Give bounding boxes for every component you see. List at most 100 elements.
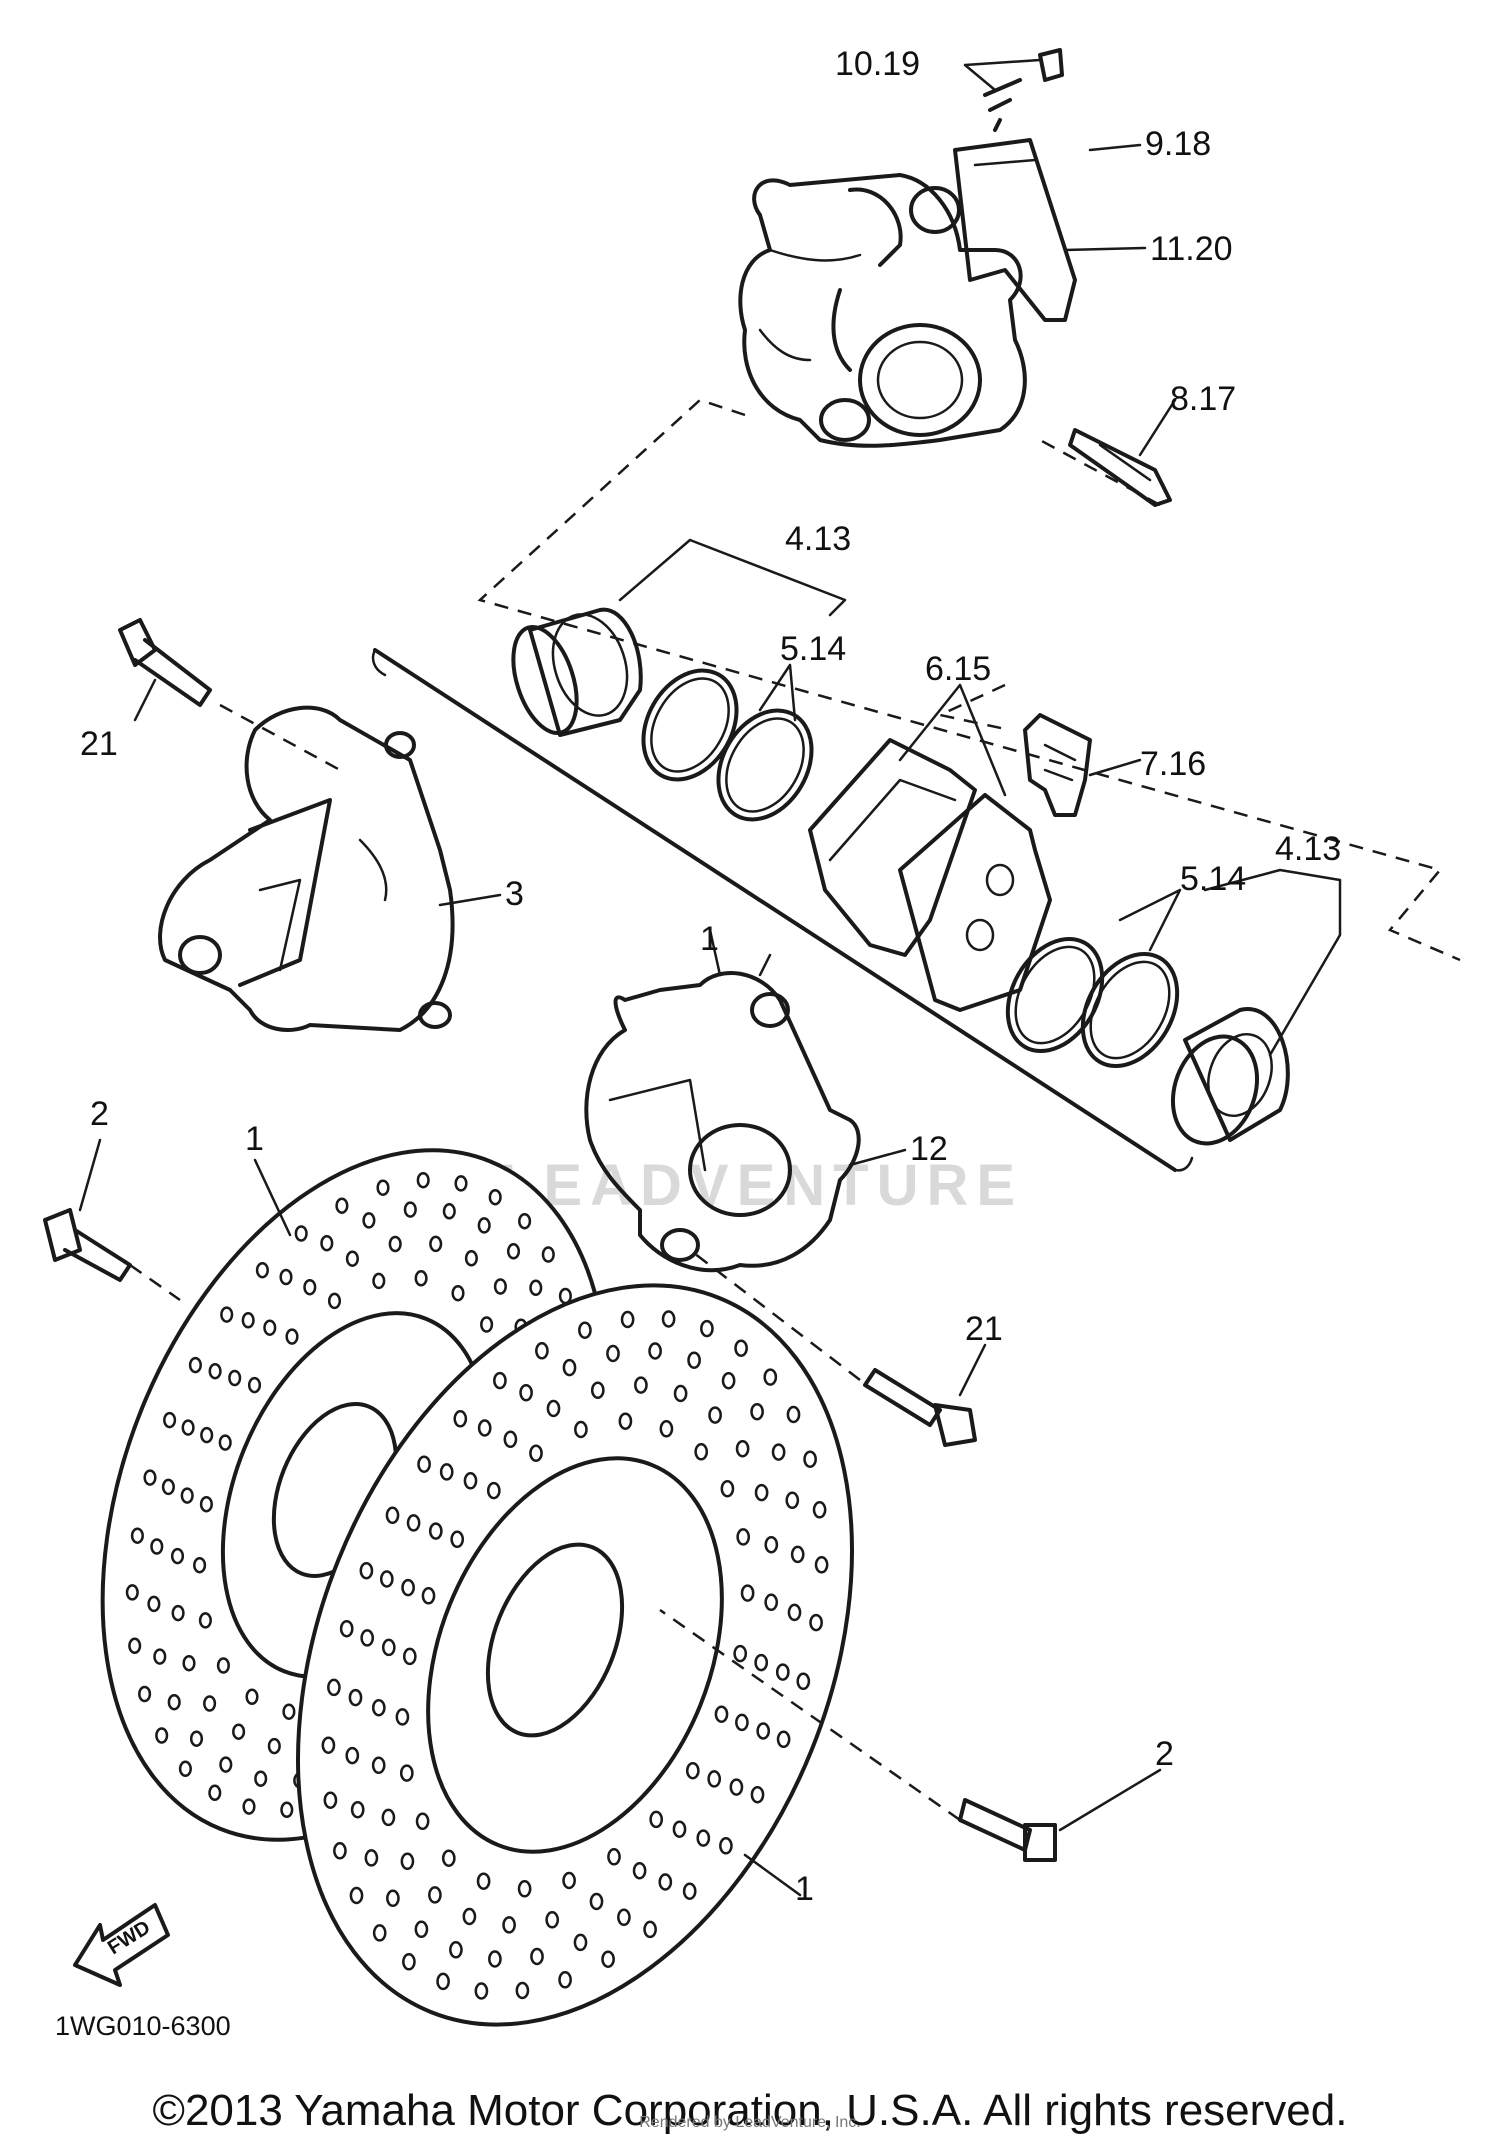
disc-drill-hole: [255, 1261, 269, 1279]
disc-drill-hole: [733, 1644, 748, 1663]
disc-drill-hole: [453, 1410, 468, 1428]
disc-drill-hole: [541, 1246, 555, 1263]
disc-drill-hole: [414, 1270, 428, 1287]
disc-drill-hole: [529, 1279, 543, 1297]
disc-drill-hole: [643, 1920, 657, 1939]
disc-drill-hole: [814, 1556, 829, 1574]
disc-drill-hole: [696, 1829, 711, 1847]
disc-drill-hole: [348, 1688, 363, 1707]
callout-9-18: 9.18: [1145, 125, 1211, 163]
disc-drill-hole: [700, 1319, 714, 1338]
disc-drill-hole: [189, 1730, 204, 1747]
left-caliper-assembly: [158, 705, 455, 1032]
disc-drill-hole: [128, 1637, 142, 1655]
disc-drill-hole: [263, 1319, 277, 1336]
callout-4-13-right: 4.13: [1275, 830, 1341, 868]
disc-drill-hole: [167, 1693, 181, 1711]
disc-drill-hole: [687, 1351, 701, 1369]
disc-drill-hole: [462, 1907, 477, 1926]
seal-pair-right: [1005, 936, 1180, 1069]
disc-drill-hole: [451, 1284, 465, 1302]
disc-drill-hole: [803, 1450, 817, 1468]
disc-drill-hole: [708, 1406, 722, 1424]
bolt-2-left: [43, 1208, 132, 1282]
disc-drill-hole: [247, 1376, 262, 1394]
disc-drill-hole: [155, 1727, 169, 1744]
disc-drill-hole: [200, 1426, 214, 1444]
disc-drill-hole: [218, 1434, 232, 1451]
disc-drill-hole: [414, 1920, 429, 1939]
disc-drill-hole: [199, 1495, 213, 1513]
disc-drill-hole: [345, 1746, 360, 1765]
disc-drill-hole: [464, 1250, 478, 1267]
disc-drill-hole: [634, 1376, 648, 1394]
disc-drill-hole: [606, 1344, 620, 1363]
disc-drill-hole: [719, 1837, 733, 1855]
callout-10-19: 10.19: [835, 45, 920, 83]
disc-drill-hole: [327, 1292, 342, 1310]
disc-drill-hole: [476, 1872, 491, 1890]
disc-drill-hole: [178, 1760, 192, 1778]
upper-caliper-assembly: [738, 48, 1172, 507]
disc-drill-hole: [208, 1362, 222, 1380]
disc-drill-hole: [401, 1578, 415, 1597]
disc-drill-hole: [198, 1612, 212, 1629]
disc-drill-hole: [219, 1756, 233, 1773]
copyright-notice: ©2013 Yamaha Motor Corporation, U.S.A. A…: [152, 2086, 1348, 2135]
disc-drill-hole: [428, 1886, 442, 1904]
disc-drill-hole: [812, 1501, 827, 1519]
disc-drill-hole: [399, 1764, 414, 1782]
disc-drill-hole: [618, 1412, 633, 1430]
disc-drill-hole: [590, 1381, 605, 1399]
disc-drill-hole: [439, 1463, 454, 1481]
disc-drill-hole: [562, 1871, 576, 1890]
disc-drill-hole: [729, 1778, 744, 1796]
disc-drill-hole: [403, 1201, 417, 1218]
disc-drill-hole: [486, 1481, 501, 1500]
disc-drill-hole: [503, 1430, 518, 1449]
disc-drill-hole: [242, 1798, 256, 1815]
bolt-21-left: [118, 618, 212, 707]
disc-drill-hole: [416, 1171, 430, 1189]
disc-drill-hole: [220, 1306, 234, 1323]
callout-5-14-top: 5.14: [780, 630, 846, 668]
disc-drill-hole: [589, 1892, 604, 1911]
disc-drill-hole: [658, 1873, 673, 1891]
disc-drill-hole: [359, 1561, 374, 1580]
disc-drill-hole: [474, 1982, 489, 2000]
disc-drill-hole: [517, 1880, 532, 1898]
disc-drill-hole: [488, 1188, 502, 1206]
piston-top: [511, 607, 643, 737]
disc-drill-hole: [463, 1472, 478, 1490]
disc-drill-hole: [138, 1685, 152, 1703]
disc-drill-hole: [558, 1971, 572, 1989]
disc-drill-hole: [682, 1882, 697, 1900]
disc-drill-hole: [147, 1595, 161, 1613]
callout-8-17: 8.17: [1170, 380, 1236, 418]
disc-drill-hole: [388, 1235, 402, 1253]
callout-7-16: 7.16: [1140, 745, 1206, 783]
disc-drill-hole: [130, 1527, 144, 1544]
callout-5-14-right: 5.14: [1180, 860, 1246, 898]
disc-drill-hole: [381, 1808, 396, 1827]
callout-leaders: [78, 58, 1342, 1897]
disc-drill-hole: [415, 1812, 430, 1831]
disc-drill-hole: [750, 1402, 764, 1421]
disc-drill-hole: [282, 1703, 296, 1720]
disc-drill-hole: [754, 1483, 769, 1502]
callout-2-left: 2: [90, 1095, 109, 1133]
disc-drill-hole: [714, 1705, 729, 1723]
disc-drill-hole: [764, 1593, 779, 1612]
outline-bracket-line: [373, 648, 1177, 1172]
disc-drill-hole: [790, 1545, 805, 1564]
callout-1-mid: 1: [700, 920, 719, 958]
disc-drill-hole: [707, 1770, 722, 1788]
disc-drill-hole: [785, 1491, 800, 1510]
disc-drill-hole: [449, 1941, 463, 1959]
callout-21-left: 21: [80, 725, 118, 763]
disc-drill-hole: [454, 1175, 468, 1192]
disc-drill-hole: [163, 1411, 177, 1429]
drawing-code: 1WG010-6300: [55, 2011, 231, 2041]
disc-drill-hole: [649, 1810, 664, 1829]
